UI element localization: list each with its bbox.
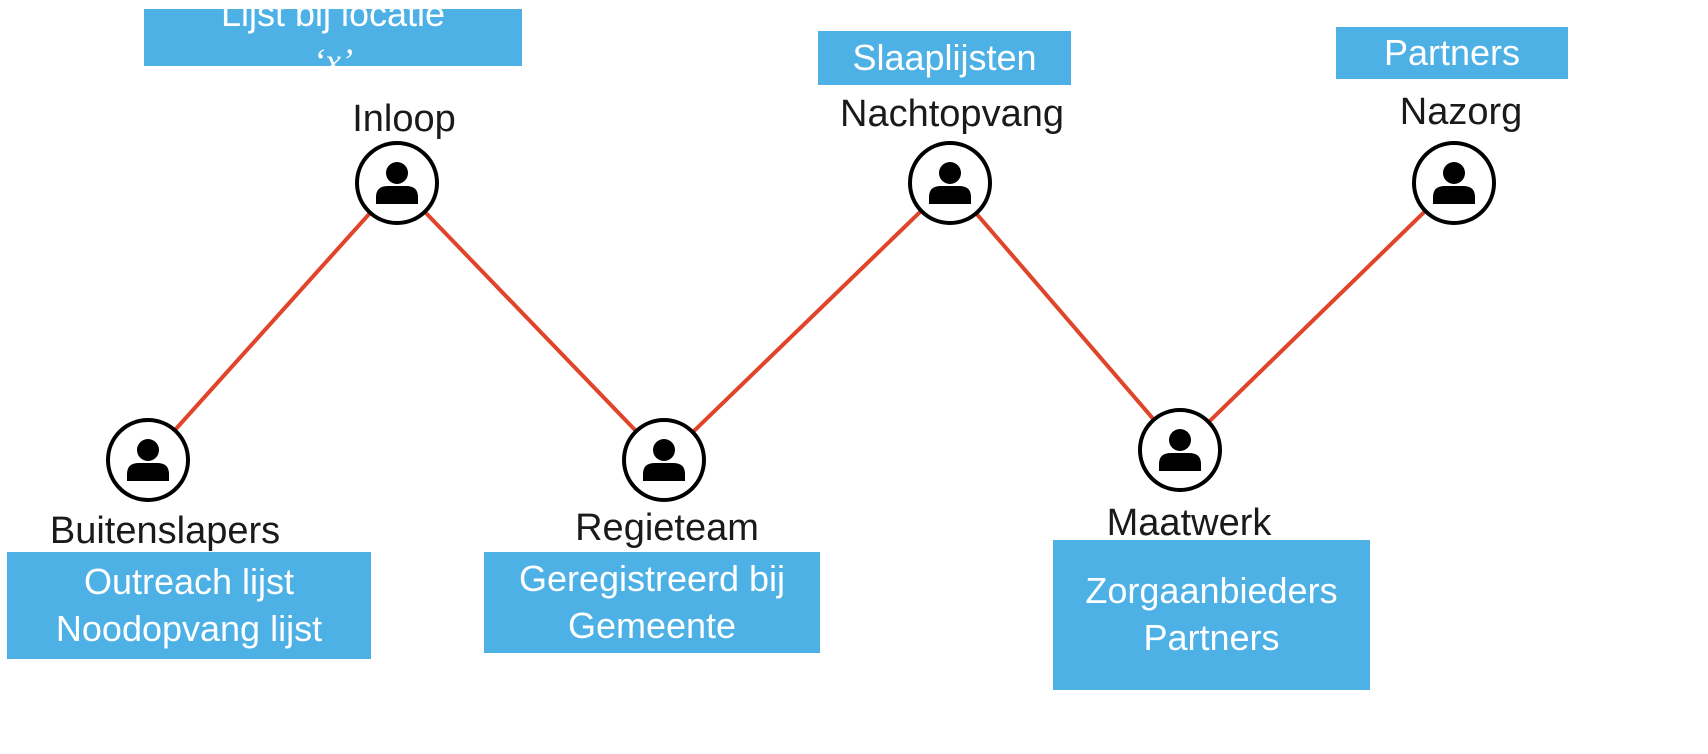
node-label-regieteam: Regieteam xyxy=(575,507,759,549)
box-regieteam: Geregistreerd bij Gemeente xyxy=(484,552,820,653)
person-icon xyxy=(106,418,190,502)
connector-maatwerk-nazorg xyxy=(1178,181,1456,452)
connector-inloop-regieteam xyxy=(395,181,666,462)
connector-buitenslapers-inloop xyxy=(146,181,399,462)
person-icon xyxy=(622,418,706,502)
person-icon xyxy=(355,141,439,225)
node-label-inloop: Inloop xyxy=(352,98,456,140)
person-icon xyxy=(1412,141,1496,225)
node-label-nazorg: Nazorg xyxy=(1399,91,1523,133)
box-inloop: Lijst bij locatie ‘x’ xyxy=(144,0,522,81)
node-label-maatwerk: Maatwerk xyxy=(1106,502,1272,544)
connector-regieteam-nachtopvang xyxy=(662,181,952,462)
box-inloop-variable: ‘x’ xyxy=(313,40,353,81)
connector-nachtopvang-maatwerk xyxy=(948,181,1182,452)
box-buitenslapers-line2: Noodopvang lijst xyxy=(55,607,323,649)
box-inloop-prefix: Lijst bij locatie xyxy=(220,0,446,34)
connector-lines xyxy=(146,181,1456,462)
box-regieteam-line2: Gemeente xyxy=(567,604,737,646)
box-regieteam-line1: Geregistreerd bij xyxy=(518,557,786,599)
box-nazorg-line1: Partners xyxy=(1383,31,1521,73)
box-nachtopvang-line1: Slaaplijsten xyxy=(852,36,1037,78)
box-maatwerk: Zorgaanbieders Partners xyxy=(1053,540,1370,690)
node-icons xyxy=(106,141,1496,502)
box-nachtopvang: Slaaplijsten xyxy=(818,31,1071,85)
node-label-nachtopvang: Nachtopvang xyxy=(840,93,1064,135)
person-icon xyxy=(908,141,992,225)
box-nazorg: Partners xyxy=(1336,27,1568,79)
box-inloop-text: Lijst bij locatie ‘x’ xyxy=(221,0,445,84)
node-label-buitenslapers: Buitenslapers xyxy=(49,510,281,552)
box-maatwerk-line1: Zorgaanbieders xyxy=(1085,570,1338,612)
box-maatwerk-line2: Partners xyxy=(1143,617,1280,658)
person-icon xyxy=(1138,408,1222,492)
box-buitenslapers: Outreach lijst Noodopvang lijst xyxy=(7,552,371,659)
box-buitenslapers-line1: Outreach lijst xyxy=(83,560,295,602)
